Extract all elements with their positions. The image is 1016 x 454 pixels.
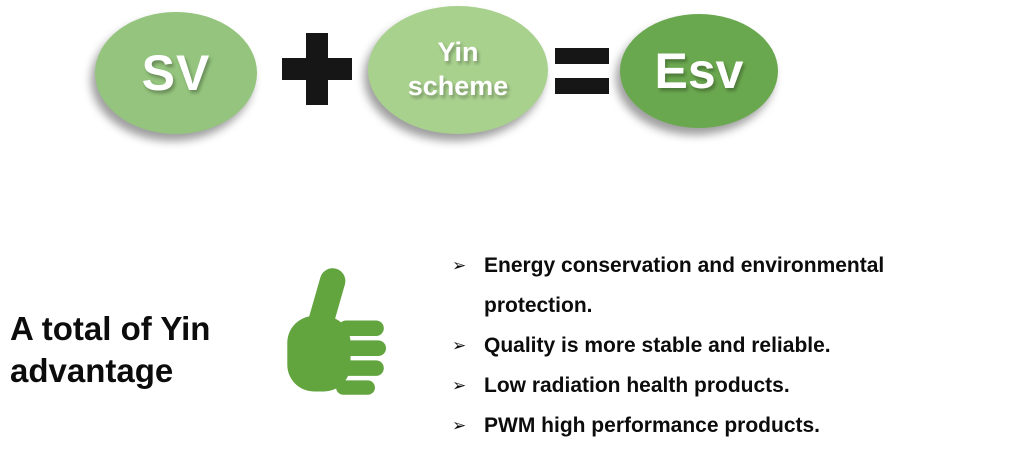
list-item: ➢ Quality is more stable and reliable. (452, 326, 1012, 366)
advantage-heading: A total of Yin advantage (10, 310, 211, 390)
list-item: ➢ Energy conservation and environmental … (452, 246, 1012, 326)
yin-scheme-ellipse: Yin scheme (368, 6, 548, 134)
equals-icon (555, 48, 609, 94)
bullet-text: Quality is more stable and reliable. (484, 334, 831, 357)
arrow-bullet-icon: ➢ (452, 256, 467, 275)
thumbs-up-icon (274, 258, 396, 414)
plus-icon (282, 33, 352, 105)
arrow-bullet-icon: ➢ (452, 336, 467, 355)
bullet-text: PWM high performance products. (484, 414, 821, 437)
equals-bottom-bar (555, 78, 609, 94)
esv-ellipse: Esv (620, 14, 778, 128)
bullet-text: Low radiation health products. (484, 374, 790, 397)
list-item: ➢ PWM high performance products. (452, 406, 1012, 446)
list-item: ➢ Low radiation health products. (452, 366, 1012, 406)
advantage-bullet-list: ➢ Energy conservation and environmental … (452, 246, 1012, 446)
esv-label: Esv (654, 43, 744, 99)
equals-top-bar (555, 48, 609, 64)
yin-scheme-label: Yin scheme (407, 37, 509, 101)
sv-label: SV (141, 45, 211, 101)
bullet-text: Energy conservation and environmental pr… (484, 254, 885, 317)
arrow-bullet-icon: ➢ (452, 376, 467, 395)
plus-horizontal-bar (282, 58, 352, 80)
sv-ellipse: SV (95, 12, 257, 134)
arrow-bullet-icon: ➢ (452, 416, 467, 435)
